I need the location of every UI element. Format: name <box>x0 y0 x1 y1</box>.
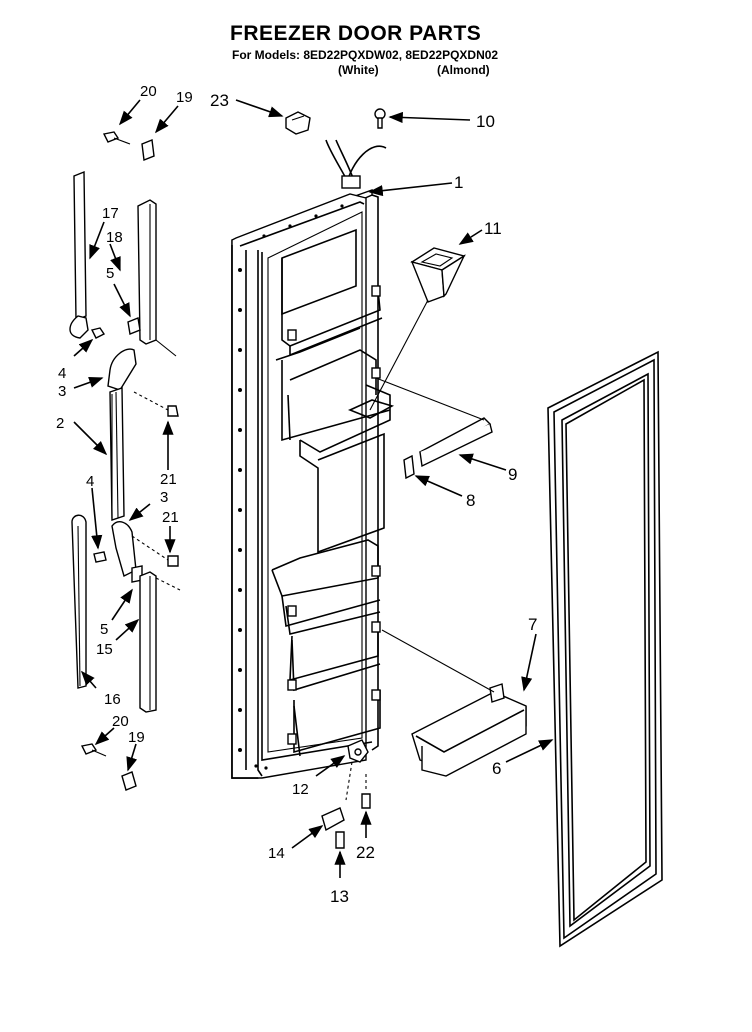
door-panel <box>231 139 387 779</box>
small-bracket <box>403 454 415 480</box>
top-screw <box>374 108 386 129</box>
callout-8: 8 <box>466 491 475 510</box>
callout-4-upper: 4 <box>58 365 66 382</box>
lower-handle-strip <box>71 514 87 689</box>
upper-handle-cap <box>90 317 179 417</box>
callout-10: 10 <box>476 112 495 131</box>
callout-labels: 1 2 3 3 4 4 5 5 6 7 8 9 10 11 12 13 14 1… <box>56 83 537 906</box>
callout-5-lower: 5 <box>100 621 108 638</box>
callout-15: 15 <box>96 641 113 658</box>
callout-22: 22 <box>356 843 375 862</box>
callout-16: 16 <box>104 691 121 708</box>
lower-hinge-parts <box>321 739 371 849</box>
lower-handle-screw-clip <box>80 743 137 791</box>
upper-handle-channel <box>137 199 177 357</box>
door-screw-dots <box>238 204 344 770</box>
callout-17: 17 <box>102 205 119 222</box>
callout-9: 9 <box>508 465 517 484</box>
callout-11: 11 <box>484 219 502 238</box>
lower-handle-cap <box>93 521 179 583</box>
ice-chute <box>369 247 466 411</box>
model-2-color: (Almond) <box>437 63 490 77</box>
callout-23: 23 <box>210 91 229 110</box>
callout-2: 2 <box>56 415 64 432</box>
callout-13: 13 <box>330 887 349 906</box>
callout-21-lower: 21 <box>162 509 179 526</box>
lower-shelf-bins <box>271 539 381 757</box>
callout-14: 14 <box>268 845 285 862</box>
callout-7: 7 <box>528 615 537 634</box>
upper-handle-strip <box>69 170 89 339</box>
handle-tube <box>109 387 125 521</box>
callout-6: 6 <box>492 759 501 778</box>
lower-handle-channel <box>139 571 181 713</box>
callout-4-lower: 4 <box>86 473 94 490</box>
callout-1: 1 <box>454 173 463 192</box>
callout-19-lower: 19 <box>128 729 145 746</box>
callout-20-upper: 20 <box>140 83 157 100</box>
dispenser-housing <box>299 399 395 554</box>
diagram-title: FREEZER DOOR PARTS <box>230 22 482 45</box>
callout-3-upper: 3 <box>58 383 66 400</box>
callout-18: 18 <box>106 229 123 246</box>
callout-5-upper: 5 <box>106 265 114 282</box>
leader-arrows <box>73 99 554 878</box>
door-gasket <box>547 350 663 948</box>
callout-20-lower: 20 <box>112 713 129 730</box>
callout-12: 12 <box>292 781 309 798</box>
model-1-color: (White) <box>338 63 379 77</box>
callout-3-lower: 3 <box>160 489 168 506</box>
connector-plug <box>285 111 311 135</box>
dispenser-trim-strip <box>375 377 493 468</box>
models-line: For Models: 8ED22PQXDW02, 8ED22PQXDN02 <box>232 48 499 62</box>
callout-19-upper: 19 <box>176 89 193 106</box>
upper-handle-screw-clip <box>102 131 155 161</box>
callout-21-upper: 21 <box>160 471 177 488</box>
upper-shelf-bins <box>275 228 391 453</box>
door-bin <box>381 629 527 777</box>
